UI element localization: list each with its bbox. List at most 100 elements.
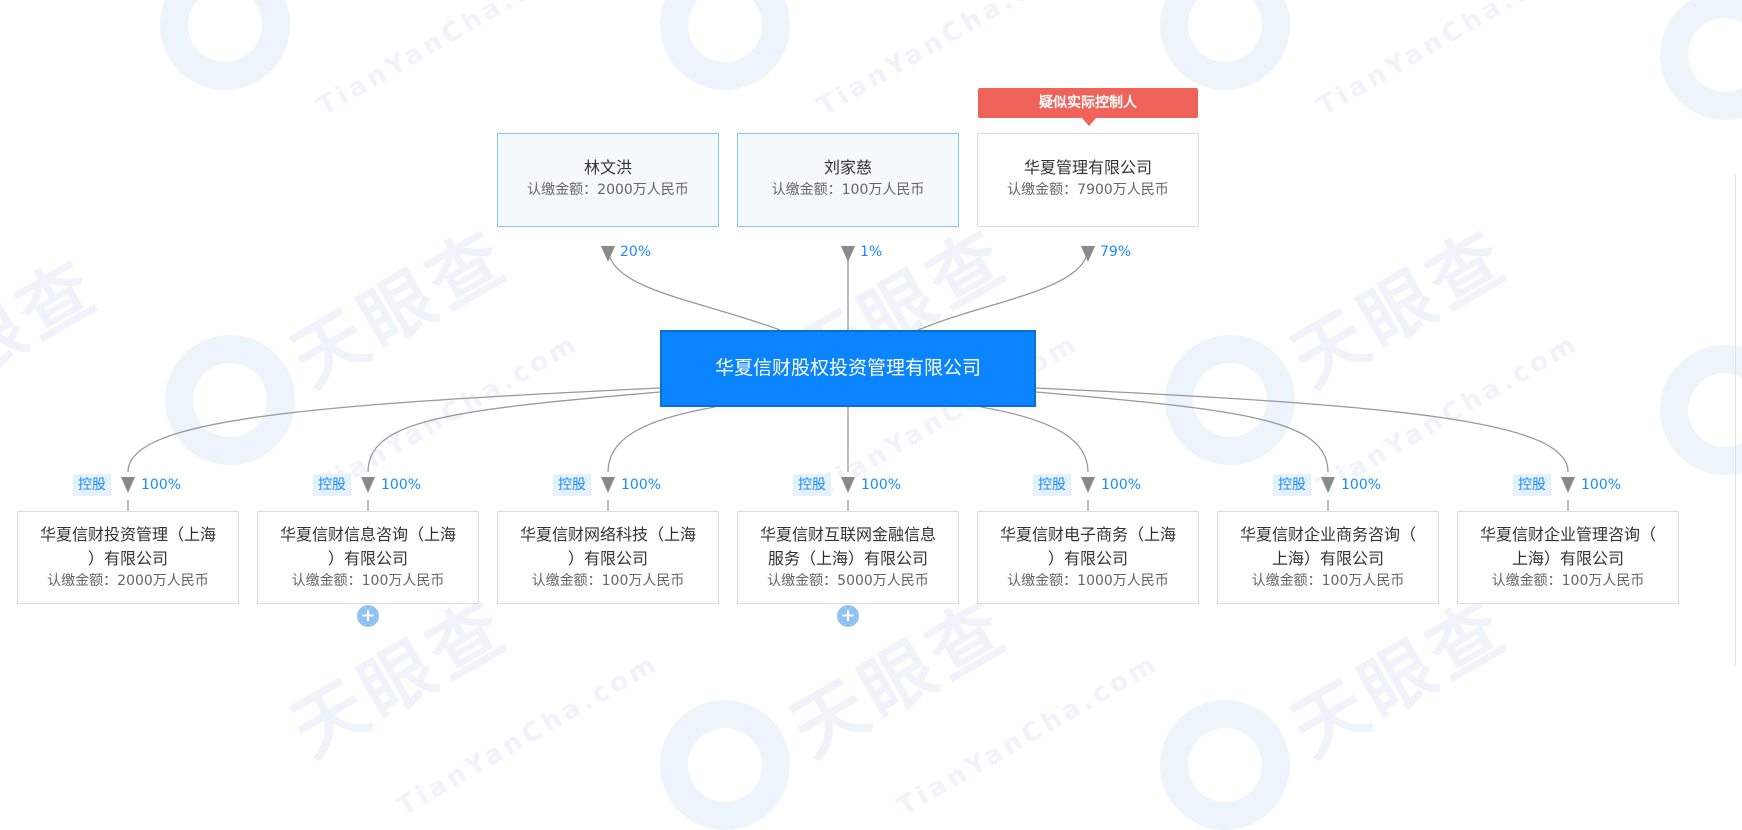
subsidiary-node[interactable]: 华夏信财电子商务（上海 ）有限公司 认缴金额：1000万人民币 bbox=[977, 511, 1199, 604]
amount-value: 2000万人民币 bbox=[597, 182, 689, 198]
shareholder-name: 林文洪 bbox=[583, 158, 632, 177]
amount-label: 认缴金额： bbox=[1007, 573, 1078, 589]
control-badge: 控股 bbox=[313, 474, 351, 496]
subsidiary-name-line2: 服务（上海）有限公司 bbox=[767, 549, 928, 568]
arrow-down-icon bbox=[1321, 477, 1335, 493]
amount-value: 100万人民币 bbox=[361, 573, 445, 589]
amount-value: 2000万人民币 bbox=[117, 573, 209, 589]
subsidiary-name-line1: 华夏信财企业管理咨询（ bbox=[1479, 525, 1656, 544]
amount-value: 5000万人民币 bbox=[837, 573, 929, 589]
edge-sub-3 bbox=[607, 406, 716, 473]
subscribed-amount: 认缴金额：5000万人民币 bbox=[738, 571, 958, 591]
actual-controller-tag: 疑似实际控制人 bbox=[978, 88, 1198, 118]
edge-sub-7 bbox=[1035, 387, 1569, 473]
subsidiary-name-line1: 华夏信财网络科技（上海 bbox=[519, 525, 696, 544]
subscribed-amount: 认缴金额：100万人民币 bbox=[1458, 571, 1678, 591]
amount-label: 认缴金额： bbox=[1251, 573, 1322, 589]
expand-plus-icon[interactable]: + bbox=[357, 605, 379, 627]
arrow-down-icon bbox=[1081, 246, 1095, 262]
subscribed-amount: 认缴金额：7900万人民币 bbox=[978, 180, 1198, 200]
shareholder-node[interactable]: 刘家慈 认缴金额：100万人民币 bbox=[737, 133, 959, 227]
holding-percent: 100% bbox=[1581, 477, 1622, 493]
expand-plus-icon[interactable]: + bbox=[837, 605, 859, 627]
amount-value: 100万人民币 bbox=[1561, 573, 1645, 589]
subsidiary-name-line2: ）有限公司 bbox=[567, 549, 648, 568]
control-badge: 控股 bbox=[793, 474, 831, 496]
arrow-down-icon bbox=[1561, 477, 1575, 493]
holding-percent: 100% bbox=[1101, 477, 1142, 493]
subsidiary-name-line1: 华夏信财电子商务（上海 bbox=[999, 525, 1176, 544]
shareholder-name: 刘家慈 bbox=[823, 158, 872, 177]
subscribed-amount: 认缴金额：2000万人民币 bbox=[18, 571, 238, 591]
subsidiary-name-line1: 华夏信财信息咨询（上海 bbox=[279, 525, 456, 544]
amount-value: 1000万人民币 bbox=[1077, 573, 1169, 589]
shareholder-node[interactable]: 林文洪 认缴金额：2000万人民币 bbox=[497, 133, 719, 227]
holding-percent: 100% bbox=[381, 477, 422, 493]
edge-sub-6 bbox=[1035, 391, 1329, 473]
holding-percent: 100% bbox=[861, 477, 902, 493]
arrow-down-icon bbox=[841, 477, 855, 493]
subscribed-amount: 认缴金额：100万人民币 bbox=[1218, 571, 1438, 591]
arrow-down-icon bbox=[361, 477, 375, 493]
holding-percent: 100% bbox=[621, 477, 662, 493]
subsidiary-name-line1: 华夏信财企业商务咨询（ bbox=[1239, 525, 1416, 544]
subsidiary-node[interactable]: 华夏信财企业商务咨询（ 上海）有限公司 认缴金额：100万人民币 bbox=[1217, 511, 1439, 604]
holding-percent: 79% bbox=[1100, 244, 1132, 260]
edge-sub-1 bbox=[127, 387, 661, 473]
edge-holder-3 bbox=[917, 246, 1089, 331]
amount-label: 认缴金额： bbox=[1491, 573, 1562, 589]
control-badge: 控股 bbox=[1273, 474, 1311, 496]
subsidiary-node[interactable]: 华夏信财信息咨询（上海 ）有限公司 认缴金额：100万人民币 bbox=[257, 511, 479, 604]
subsidiary-name-line2: 上海）有限公司 bbox=[1511, 549, 1624, 568]
edge-layer bbox=[121, 246, 1575, 512]
holding-percent: 100% bbox=[1341, 477, 1382, 493]
amount-value: 7900万人民币 bbox=[1077, 182, 1169, 198]
amount-label: 认缴金额： bbox=[527, 182, 598, 198]
subscribed-amount: 认缴金额：100万人民币 bbox=[258, 571, 478, 591]
edge-sub-5 bbox=[980, 406, 1089, 473]
control-badge: 控股 bbox=[553, 474, 591, 496]
side-panel-edge bbox=[1735, 175, 1742, 665]
subscribed-amount: 认缴金额：100万人民币 bbox=[498, 571, 718, 591]
center-company-node[interactable]: 华夏信财股权投资管理有限公司 bbox=[660, 330, 1036, 407]
subscribed-amount: 认缴金额：1000万人民币 bbox=[978, 571, 1198, 591]
amount-label: 认缴金额： bbox=[1007, 182, 1078, 198]
edge-holder-1 bbox=[607, 246, 781, 331]
edge-sub-2 bbox=[367, 391, 661, 473]
tag-pointer bbox=[1082, 118, 1096, 126]
subsidiary-node[interactable]: 华夏信财网络科技（上海 ）有限公司 认缴金额：100万人民币 bbox=[497, 511, 719, 604]
amount-label: 认缴金额： bbox=[47, 573, 118, 589]
subsidiary-name-line2: 上海）有限公司 bbox=[1271, 549, 1384, 568]
subsidiary-name-line1: 华夏信财互联网金融信息 bbox=[759, 525, 936, 544]
amount-label: 认缴金额： bbox=[531, 573, 602, 589]
subsidiary-node[interactable]: 华夏信财投资管理（上海 ）有限公司 认缴金额：2000万人民币 bbox=[17, 511, 239, 604]
holding-percent: 20% bbox=[620, 244, 652, 260]
subsidiary-name-line2: ）有限公司 bbox=[327, 549, 408, 568]
arrow-down-icon bbox=[601, 477, 615, 493]
arrow-down-icon bbox=[1081, 477, 1095, 493]
subsidiary-node[interactable]: 华夏信财互联网金融信息 服务（上海）有限公司 认缴金额：5000万人民币 bbox=[737, 511, 959, 604]
shareholder-node[interactable]: 华夏管理有限公司 认缴金额：7900万人民币 bbox=[977, 133, 1199, 227]
control-badge: 控股 bbox=[73, 474, 111, 496]
control-badge: 控股 bbox=[1513, 474, 1551, 496]
amount-label: 认缴金额： bbox=[291, 573, 362, 589]
arrow-down-icon bbox=[121, 477, 135, 493]
amount-value: 100万人民币 bbox=[601, 573, 685, 589]
control-badge: 控股 bbox=[1033, 474, 1071, 496]
amount-value: 100万人民币 bbox=[1321, 573, 1405, 589]
arrow-down-icon bbox=[601, 246, 615, 262]
subscribed-amount: 认缴金额：100万人民币 bbox=[738, 180, 958, 200]
subscribed-amount: 认缴金额：2000万人民币 bbox=[498, 180, 718, 200]
subsidiary-name-line1: 华夏信财投资管理（上海 bbox=[39, 525, 216, 544]
amount-label: 认缴金额： bbox=[771, 182, 842, 198]
shareholder-name: 华夏管理有限公司 bbox=[1023, 158, 1152, 177]
subsidiary-name-line2: ）有限公司 bbox=[1047, 549, 1128, 568]
amount-label: 认缴金额： bbox=[767, 573, 838, 589]
amount-value: 100万人民币 bbox=[841, 182, 925, 198]
subsidiary-node[interactable]: 华夏信财企业管理咨询（ 上海）有限公司 认缴金额：100万人民币 bbox=[1457, 511, 1679, 604]
subsidiary-name-line2: ）有限公司 bbox=[87, 549, 168, 568]
arrow-down-icon bbox=[841, 246, 855, 262]
holding-percent: 100% bbox=[141, 477, 182, 493]
holding-percent: 1% bbox=[860, 244, 883, 260]
